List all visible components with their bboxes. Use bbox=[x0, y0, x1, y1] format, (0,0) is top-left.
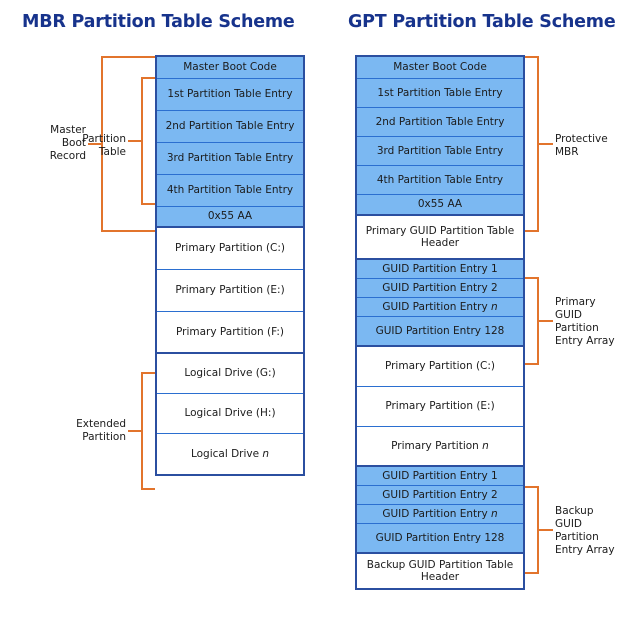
mbr-block-logical-drive-n: Logical Drive n bbox=[157, 434, 303, 474]
gpt-block-guid-entry-128-backup: GUID Partition Entry 128 bbox=[357, 524, 523, 554]
gpt-block-guid-entry-1-backup: GUID Partition Entry 1 bbox=[357, 467, 523, 486]
gpt-block-label: Primary Partition (E:) bbox=[385, 400, 495, 413]
label-backup-guid-array: Backup GUID Partition Entry Array bbox=[555, 505, 615, 556]
gpt-block-primary-partition-n: Primary Partition n bbox=[357, 427, 523, 467]
gpt-block-label: Backup GUID Partition Table Header bbox=[366, 558, 514, 584]
mbr-block-label: Logical Drive (G:) bbox=[184, 367, 276, 380]
bracket-master-boot-record bbox=[101, 56, 155, 232]
bracket-protective-mbr bbox=[525, 56, 539, 232]
bracket-partition-table bbox=[141, 77, 155, 205]
bracket-extended-partition bbox=[141, 372, 155, 490]
gpt-block-partition-entry-4: 4th Partition Table Entry bbox=[357, 166, 523, 195]
gpt-block-label: GUID Partition Entry 1 bbox=[382, 262, 498, 275]
gpt-block-partition-entry-3: 3rd Partition Table Entry bbox=[357, 137, 523, 166]
label-partition-table: Partition Table bbox=[82, 133, 126, 158]
gpt-block-label: GUID Partition Entry n bbox=[382, 507, 498, 520]
page-title-gpt: GPT Partition Table Scheme bbox=[348, 12, 616, 32]
mbr-block-partition-entry-3: 3rd Partition Table Entry bbox=[157, 143, 303, 175]
mbr-block-primary-partition-f: Primary Partition (F:) bbox=[157, 312, 303, 354]
gpt-block-label: Primary Partition n bbox=[391, 439, 489, 452]
label-master-boot-record: Master Boot Record bbox=[49, 124, 86, 162]
bracket-primary-guid-array bbox=[525, 277, 539, 365]
mbr-block-master-boot-code: Master Boot Code bbox=[157, 57, 303, 79]
gpt-block-primary-gpt-header: Primary GUID Partition Table Header bbox=[357, 216, 523, 260]
gpt-block-partition-entry-2: 2nd Partition Table Entry bbox=[357, 108, 523, 137]
gpt-block-guid-entry-2-backup: GUID Partition Entry 2 bbox=[357, 486, 523, 505]
gpt-block-stack: Master Boot Code 1st Partition Table Ent… bbox=[355, 55, 525, 590]
mbr-block-partition-entry-1: 1st Partition Table Entry bbox=[157, 79, 303, 111]
gpt-block-signature: 0x55 AA bbox=[357, 195, 523, 216]
label-extended-partition: Extended Partition bbox=[76, 418, 126, 443]
mbr-block-primary-partition-e: Primary Partition (E:) bbox=[157, 270, 303, 312]
gpt-block-guid-entry-2-primary: GUID Partition Entry 2 bbox=[357, 279, 523, 298]
mbr-block-label: Logical Drive (H:) bbox=[184, 407, 276, 420]
mbr-block-partition-entry-2: 2nd Partition Table Entry bbox=[157, 111, 303, 143]
gpt-block-guid-entry-n-primary: GUID Partition Entry n bbox=[357, 298, 523, 317]
bracket-tick-primary-guid-array bbox=[539, 320, 553, 322]
bracket-tick-master-boot-record bbox=[88, 143, 102, 145]
gpt-block-guid-entry-n-backup: GUID Partition Entry n bbox=[357, 505, 523, 524]
gpt-block-partition-entry-1: 1st Partition Table Entry bbox=[357, 79, 523, 108]
mbr-block-logical-drive-g: Logical Drive (G:) bbox=[157, 354, 303, 394]
gpt-block-label: 0x55 AA bbox=[417, 198, 463, 211]
mbr-block-label: Master Boot Code bbox=[183, 61, 277, 74]
gpt-block-label: 1st Partition Table Entry bbox=[377, 86, 503, 99]
gpt-block-primary-partition-c: Primary Partition (C:) bbox=[357, 347, 523, 387]
label-protective-mbr: Protective MBR bbox=[555, 133, 608, 158]
gpt-block-primary-partition-e: Primary Partition (E:) bbox=[357, 387, 523, 427]
mbr-block-label: Logical Drive n bbox=[190, 447, 270, 460]
gpt-block-label: 3rd Partition Table Entry bbox=[376, 144, 504, 157]
mbr-block-stack: Master Boot Code 1st Partition Table Ent… bbox=[155, 55, 305, 476]
mbr-block-label: 3rd Partition Table Entry bbox=[166, 152, 294, 165]
page-title-mbr: MBR Partition Table Scheme bbox=[22, 12, 295, 32]
bracket-tick-extended-partition bbox=[128, 430, 142, 432]
gpt-block-guid-entry-1-primary: GUID Partition Entry 1 bbox=[357, 260, 523, 279]
mbr-block-signature: 0x55 AA bbox=[157, 207, 303, 228]
mbr-block-label: 2nd Partition Table Entry bbox=[165, 120, 295, 133]
mbr-block-label: Primary Partition (E:) bbox=[175, 284, 285, 297]
gpt-block-label: GUID Partition Entry n bbox=[382, 300, 498, 313]
bracket-tick-protective-mbr bbox=[539, 143, 553, 145]
gpt-block-label: GUID Partition Entry 1 bbox=[382, 469, 498, 482]
gpt-block-label: Primary GUID Partition Table Header bbox=[365, 224, 515, 250]
mbr-block-label: 1st Partition Table Entry bbox=[167, 88, 293, 101]
gpt-block-label: GUID Partition Entry 128 bbox=[375, 324, 505, 337]
mbr-block-primary-partition-c: Primary Partition (C:) bbox=[157, 228, 303, 270]
gpt-block-backup-gpt-header: Backup GUID Partition Table Header bbox=[357, 554, 523, 588]
mbr-block-label: Primary Partition (F:) bbox=[176, 325, 284, 338]
bracket-tick-partition-table bbox=[128, 140, 142, 142]
mbr-block-logical-drive-h: Logical Drive (H:) bbox=[157, 394, 303, 434]
mbr-block-label: 0x55 AA bbox=[207, 210, 253, 223]
gpt-block-master-boot-code: Master Boot Code bbox=[357, 57, 523, 79]
mbr-block-label: 4th Partition Table Entry bbox=[166, 184, 294, 197]
mbr-block-partition-entry-4: 4th Partition Table Entry bbox=[157, 175, 303, 207]
gpt-block-label: GUID Partition Entry 2 bbox=[382, 281, 498, 294]
bracket-backup-guid-array bbox=[525, 486, 539, 574]
label-primary-guid-array: Primary GUID Partition Entry Array bbox=[555, 296, 615, 347]
gpt-block-label: GUID Partition Entry 2 bbox=[382, 488, 498, 501]
mbr-block-label: Primary Partition (C:) bbox=[174, 242, 286, 255]
gpt-block-label: Master Boot Code bbox=[393, 61, 487, 74]
gpt-block-label: Primary Partition (C:) bbox=[384, 360, 496, 373]
gpt-block-label: 4th Partition Table Entry bbox=[376, 173, 504, 186]
gpt-block-label: 2nd Partition Table Entry bbox=[375, 115, 505, 128]
gpt-block-label: GUID Partition Entry 128 bbox=[375, 531, 505, 544]
gpt-block-guid-entry-128-primary: GUID Partition Entry 128 bbox=[357, 317, 523, 347]
bracket-tick-backup-guid-array bbox=[539, 529, 553, 531]
